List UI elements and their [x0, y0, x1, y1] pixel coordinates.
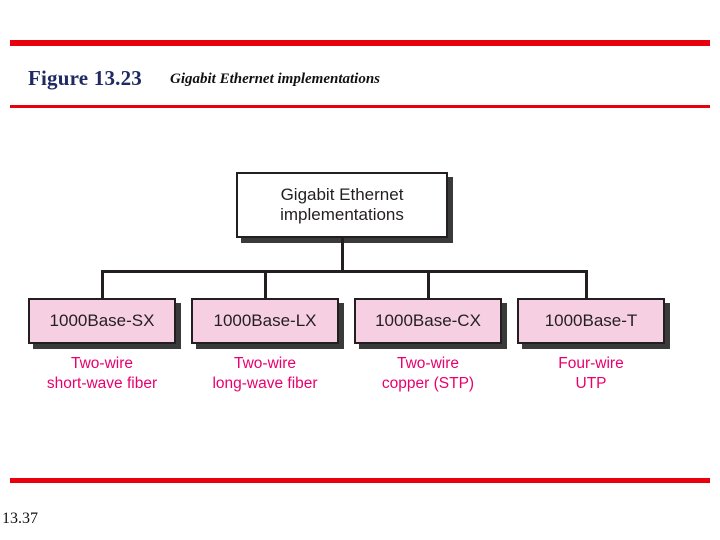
- leaf-caption-1000base-t: Four-wire UTP: [505, 354, 677, 394]
- root-vertical-connector: [341, 238, 344, 272]
- slide-number: 13.37: [2, 510, 38, 527]
- caption-line1: Four-wire: [558, 355, 624, 372]
- top-red-rule: [10, 40, 710, 46]
- caption-line1: Two-wire: [70, 355, 133, 372]
- caption-line2: short-wave fiber: [46, 375, 158, 393]
- leaf-label: 1000Base-LX: [213, 311, 317, 331]
- leaf-caption-1000base-lx: Two-wire long-wave fiber: [179, 354, 351, 394]
- caption-line2: copper (STP): [381, 375, 475, 393]
- leaf-caption-1000base-cx: Two-wire copper (STP): [342, 354, 514, 394]
- bottom-red-rule: [10, 478, 710, 483]
- caption-line1: Two-wire: [396, 355, 459, 372]
- root-node-line2: implementations: [280, 205, 404, 224]
- branch-connector-3: [427, 270, 430, 298]
- branch-connector-4: [585, 270, 588, 298]
- leaf-label: 1000Base-T: [544, 311, 638, 331]
- caption-line2: UTP: [575, 375, 607, 393]
- diagram-root-node: Gigabit Ethernet implementations: [236, 172, 448, 238]
- branch-connector-1: [101, 270, 104, 298]
- leaf-node-1000base-sx: 1000Base-SX: [28, 298, 176, 344]
- title-underline-rule: [10, 105, 710, 108]
- leaf-label: 1000Base-CX: [375, 311, 481, 331]
- horizontal-bus-connector: [101, 270, 588, 273]
- root-node-line1: Gigabit Ethernet: [280, 185, 404, 205]
- figure-label: Figure 13.23: [28, 66, 143, 90]
- caption-line2: long-wave fiber: [212, 375, 318, 393]
- leaf-node-1000base-t: 1000Base-T: [517, 298, 665, 344]
- branch-connector-2: [264, 270, 267, 298]
- caption-line1: Two-wire: [233, 355, 296, 372]
- leaf-label: 1000Base-SX: [49, 311, 155, 331]
- figure-caption: Gigabit Ethernet implementations: [170, 71, 381, 87]
- leaf-node-1000base-lx: 1000Base-LX: [191, 298, 339, 344]
- leaf-node-1000base-cx: 1000Base-CX: [354, 298, 502, 344]
- leaf-caption-1000base-sx: Two-wire short-wave fiber: [16, 354, 188, 394]
